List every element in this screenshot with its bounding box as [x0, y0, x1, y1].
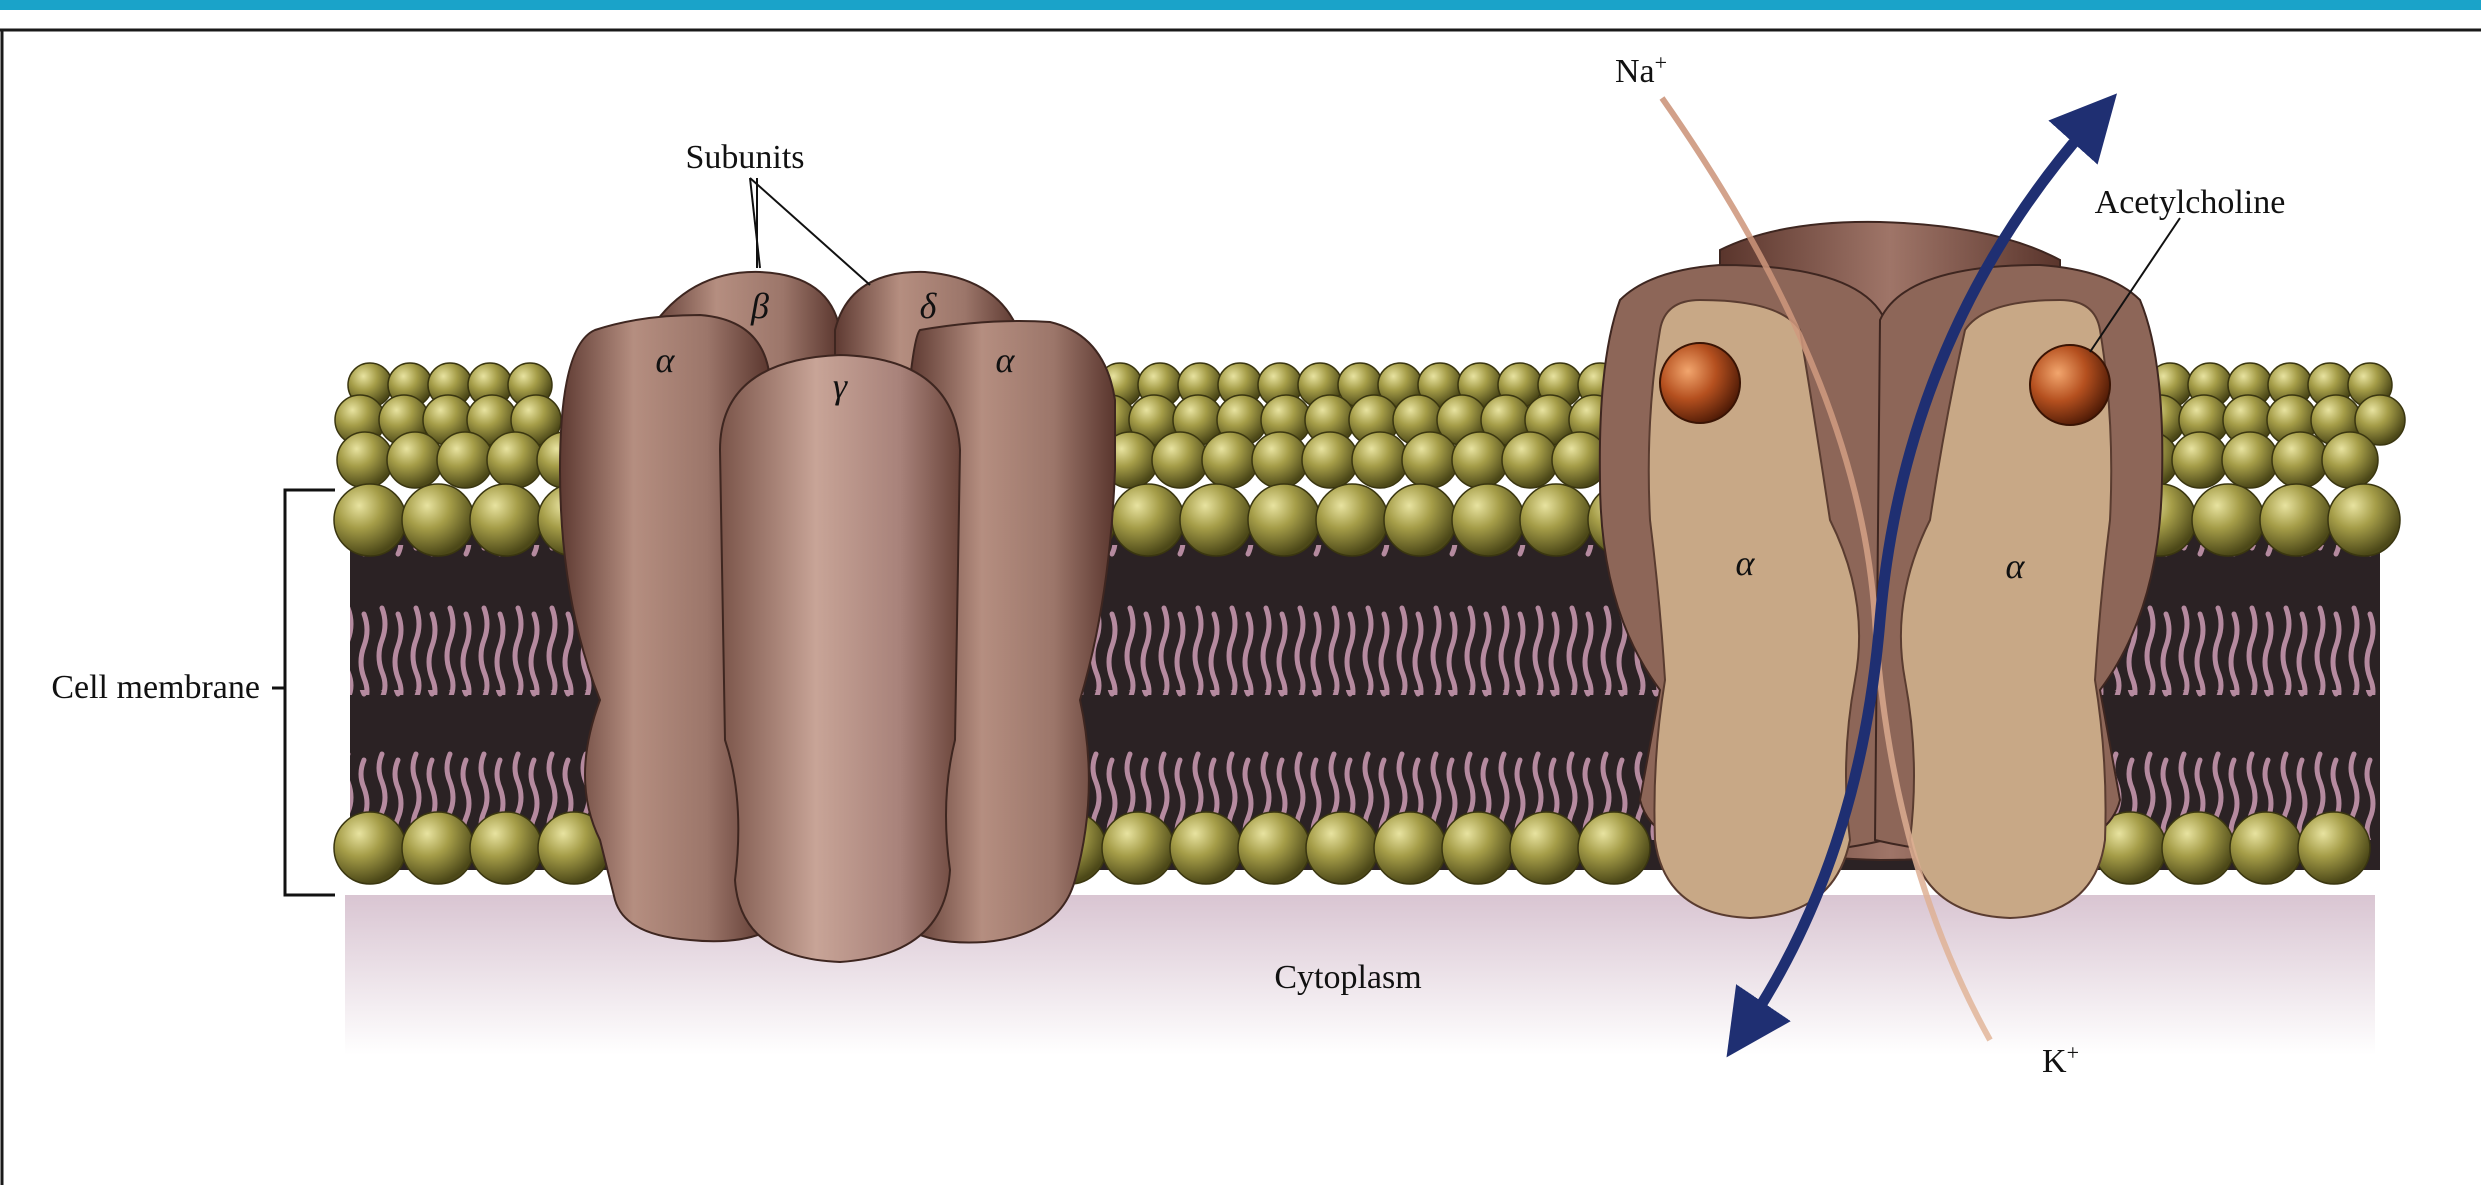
label-channel-alpha-right: α	[2006, 546, 2026, 586]
receptor-pentamer: β δ α γ α	[560, 272, 1115, 962]
lipid-head	[2222, 432, 2278, 488]
lipid-head	[1520, 484, 1592, 556]
acetylcholine-molecule-right	[2030, 345, 2110, 425]
lipid-head	[470, 812, 542, 884]
lipid-head	[1316, 484, 1388, 556]
lipid-head	[1252, 432, 1308, 488]
lipid-head	[1384, 484, 1456, 556]
lipid-head	[1248, 484, 1320, 556]
lipid-head	[1578, 812, 1650, 884]
label-potassium-ion: K+	[2042, 1040, 2079, 1080]
lipid-head	[1302, 432, 1358, 488]
lipid-head	[1502, 432, 1558, 488]
sodium-symbol: Na	[1615, 53, 1655, 90]
lipid-head	[487, 432, 543, 488]
label-subunit-alpha-right: α	[996, 340, 1016, 380]
lipid-head	[1102, 812, 1174, 884]
label-sodium-ion: Na+	[1615, 50, 1667, 90]
lipid-head	[2162, 812, 2234, 884]
lipid-head	[1180, 484, 1252, 556]
label-cytoplasm: Cytoplasm	[1274, 959, 1421, 996]
subunit-gamma	[720, 355, 960, 962]
lipid-head	[1510, 812, 1582, 884]
top-accent-bar	[0, 0, 2481, 10]
lipid-head	[2328, 484, 2400, 556]
potassium-charge: +	[2067, 1040, 2079, 1065]
lipid-head	[1152, 432, 1208, 488]
label-subunit-gamma: γ	[833, 366, 848, 406]
lipid-head	[2172, 432, 2228, 488]
lipid-head	[1452, 484, 1524, 556]
lipid-head	[1452, 432, 1508, 488]
lipid-head	[437, 432, 493, 488]
lipid-head	[2192, 484, 2264, 556]
label-subunits: Subunits	[685, 139, 804, 176]
label-subunit-beta: β	[750, 286, 769, 326]
lipid-head	[1306, 812, 1378, 884]
label-cell-membrane: Cell membrane	[51, 669, 260, 706]
sodium-charge: +	[1655, 50, 1667, 75]
lipid-head	[402, 812, 474, 884]
cell-membrane-bracket	[285, 490, 335, 895]
subunits-leader-delta	[750, 178, 870, 285]
lipid-head	[1402, 432, 1458, 488]
lipid-head	[334, 484, 406, 556]
lipid-head	[334, 812, 406, 884]
lipid-head	[1238, 812, 1310, 884]
lipid-head	[1202, 432, 1258, 488]
label-subunit-alpha-left: α	[656, 340, 676, 380]
label-acetylcholine: Acetylcholine	[2095, 184, 2286, 221]
label-channel-alpha-left: α	[1736, 543, 1756, 583]
lipid-head	[2272, 432, 2328, 488]
lipid-head	[2322, 432, 2378, 488]
lipid-head	[1374, 812, 1446, 884]
lipid-head	[470, 484, 542, 556]
lipid-head	[1442, 812, 1514, 884]
lipid-head	[402, 484, 474, 556]
lipid-head	[1170, 812, 1242, 884]
subunits-leader-beta	[750, 178, 760, 268]
lipid-head	[2298, 812, 2370, 884]
lipid-head	[337, 432, 393, 488]
lipid-head	[2260, 484, 2332, 556]
lipid-head	[1112, 484, 1184, 556]
lipid-head	[1352, 432, 1408, 488]
label-subunit-delta: δ	[920, 286, 938, 326]
lipid-head	[387, 432, 443, 488]
acetylcholine-molecule-left	[1660, 343, 1740, 423]
lipid-head	[2230, 812, 2302, 884]
potassium-symbol: K	[2042, 1043, 2067, 1080]
